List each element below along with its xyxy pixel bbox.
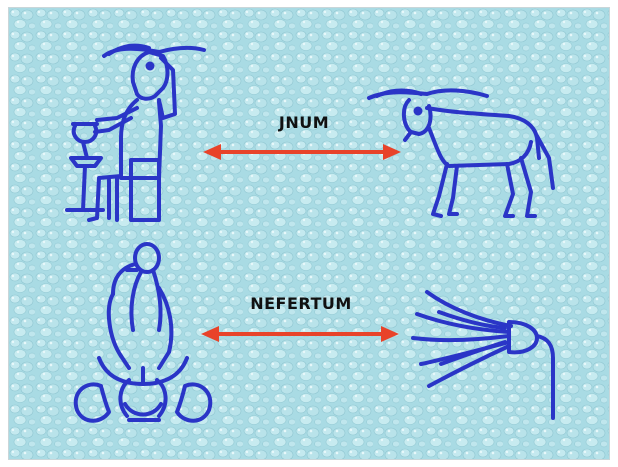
hieroglyph-scene: [9, 8, 610, 460]
jnum-label: JNUM: [279, 113, 329, 132]
picture-frame: JNUM NEFERTUM: [8, 7, 610, 460]
nefertum-label: NEFERTUM: [250, 294, 352, 313]
textured-background: [9, 8, 610, 460]
